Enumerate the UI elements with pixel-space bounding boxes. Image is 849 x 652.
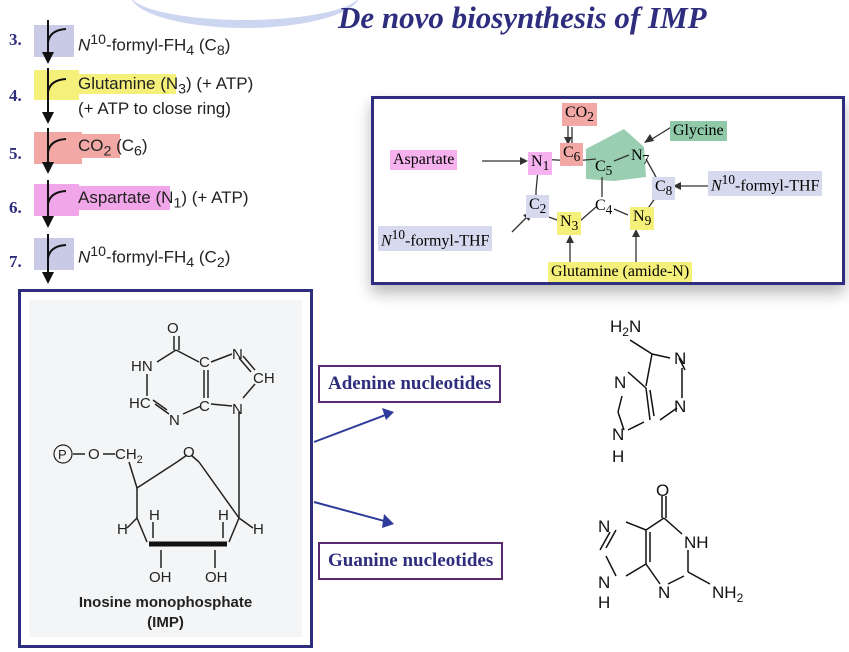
step-highlight (34, 238, 74, 270)
imp-atom-ch2: CH2 (115, 446, 143, 466)
adenine-atom-n9: N (612, 425, 624, 444)
glutamine-label: Glutamine (amide-N) (548, 262, 693, 282)
imp-atom-h4: H (253, 521, 264, 538)
imp-atom-h1: H (117, 521, 128, 538)
guanine-atom-o: O (656, 481, 669, 500)
co2-highlight (78, 134, 120, 158)
co2-label: CO2 (562, 103, 597, 127)
step-number: 6. (9, 198, 22, 217)
imp-atom-o-link: O (88, 446, 100, 463)
imp-caption-line2: (IMP) (147, 614, 184, 631)
adenine-structure: H2N N N N N H (610, 317, 686, 466)
adenine-atom-h2n: H2N (610, 317, 641, 339)
imp-atom-h2: H (149, 507, 160, 524)
guanine-atom-n7: N (598, 517, 610, 536)
imp-atom-h3: H (218, 507, 229, 524)
atom-c5: C5 (595, 158, 613, 179)
adenine-atom-n1: N (674, 349, 686, 368)
imp-atom-oh1: OH (149, 569, 172, 586)
guanine-atom-nh: NH (684, 533, 709, 552)
branch-arrows (313, 408, 394, 528)
guanine-atom-h: H (598, 593, 610, 612)
step-arrow-icon (42, 128, 67, 174)
imp-molecule-diagram: O HN C N CH HC N C N P O CH2 O H H H H O… (53, 320, 275, 586)
step-highlight (34, 184, 79, 216)
decorative-arc (130, 0, 360, 28)
atom-c8: C8 (652, 177, 676, 201)
purine-origin-panel: CO2 Glycine Aspartate N10-formyl-THF N10… (371, 96, 845, 285)
guanine-structure: O NH N NH2 N N H (598, 481, 744, 612)
imp-atom-c-a: C (199, 354, 210, 371)
step-arrow-icon (42, 180, 67, 228)
aspartate-highlight (78, 186, 170, 210)
step-5: 5. CO2 (C6) (0, 128, 320, 174)
step-number: 4. (9, 86, 22, 105)
atom-c2: C2 (526, 195, 550, 219)
imp-caption-line1: Inosine monophosphate (78, 594, 253, 611)
guanine-atom-n9: N (598, 573, 610, 592)
atom-c6: C6 (560, 143, 584, 167)
adenine-atom-h: H (612, 447, 624, 466)
imp-atom-hc: HC (129, 395, 151, 412)
guanine-atom-n3: N (658, 583, 670, 602)
guanine-atom-nh2: NH2 (712, 583, 744, 605)
imp-atom-n-top: N (232, 346, 243, 363)
step-highlight (34, 25, 74, 57)
step-text: N10-formyl-FH4 (C2) (78, 244, 231, 272)
atom-n9: N9 (630, 207, 655, 231)
guanine-nucleotides-label: Guanine nucleotides (318, 542, 504, 580)
page-title: De novo biosynthesis of IMP (338, 0, 707, 35)
step-arrow-icon (42, 68, 67, 124)
step-6: 6. Aspartate (N1) (+ ATP) (0, 180, 320, 228)
imp-atom-c-b: C (199, 398, 210, 415)
imp-atom-o: O (167, 320, 179, 337)
step-number: 5. (9, 144, 22, 163)
step-3: 3. N10-formyl-FH4 (C8) (0, 20, 320, 66)
step-arrow-icon (42, 234, 67, 284)
imp-atom-p: P (58, 447, 67, 462)
atom-n7: N7 (631, 147, 650, 168)
step-text: N10-formyl-FH4 (C8) (78, 32, 231, 60)
step-number: 3. (9, 30, 22, 49)
imp-atom-hn: HN (131, 358, 153, 375)
glutamine-highlight (78, 74, 176, 94)
step-number: 7. (9, 252, 22, 271)
step-text: Aspartate (N1) (+ ATP) (78, 188, 249, 212)
imp-atom-oh2: OH (205, 569, 228, 586)
imp-atom-n-bottom: N (169, 412, 180, 429)
step-7: 7. N10-formyl-FH4 (C2) (0, 232, 320, 284)
step-text: CO2 (C6) (78, 136, 148, 160)
step-4: 4. Glutamine (N3) (+ ATP)(+ ATP to close… (0, 68, 320, 126)
glycine-label: Glycine (670, 121, 727, 141)
aspartate-label: Aspartate (390, 150, 458, 170)
atom-n3: N3 (557, 212, 582, 236)
step-arrow-icon (42, 20, 67, 64)
adenine-atom-n3: N (674, 397, 686, 416)
imp-structure-frame: O HN C N CH HC N C N P O CH2 O H H H H O… (18, 289, 313, 648)
imp-atom-ch: CH (253, 370, 275, 387)
atom-c4: C4 (595, 197, 613, 218)
step-highlight (34, 132, 82, 164)
imp-structure: O HN C N CH HC N C N P O CH2 O H H H H O… (29, 300, 302, 637)
atom-n1: N1 (528, 152, 553, 176)
imp-atom-n9: N (232, 401, 243, 418)
adenine-atom-n7: N (614, 373, 626, 392)
step-highlight (34, 70, 79, 100)
formyl-thf-right-label: N10-formyl-THF (708, 171, 823, 197)
step-text: Glutamine (N3) (+ ATP)(+ ATP to close ri… (78, 74, 254, 119)
formyl-thf-left-label: N10-formyl-THF (378, 226, 493, 252)
imp-atom-ring-o: O (183, 444, 195, 461)
adenine-nucleotides-label: Adenine nucleotides (318, 365, 502, 403)
